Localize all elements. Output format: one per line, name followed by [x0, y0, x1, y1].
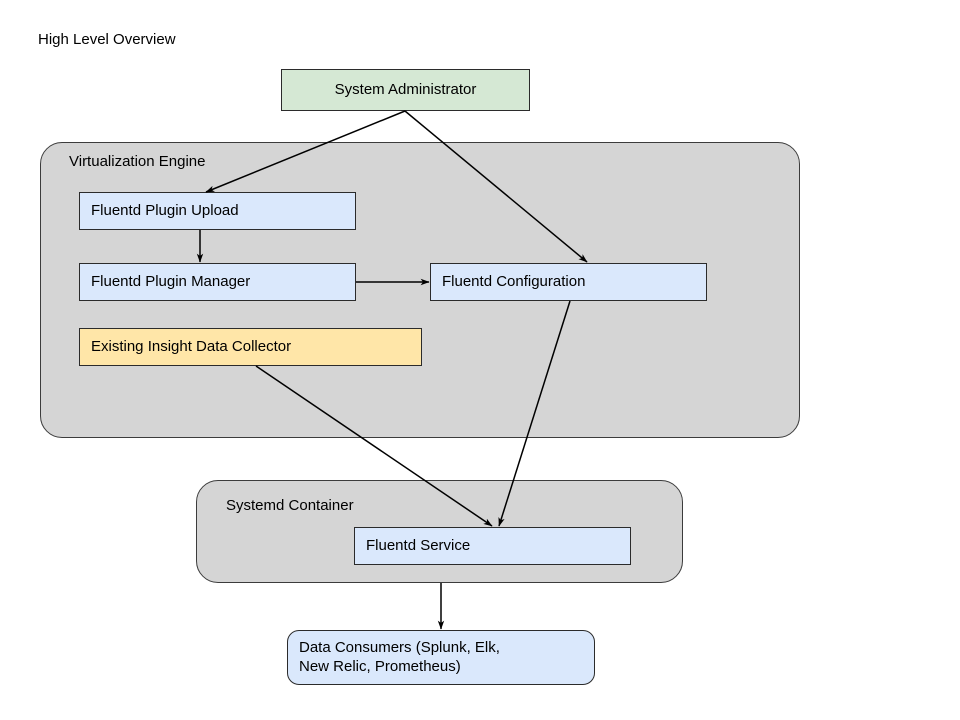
- node-data-consumers[interactable]: Data Consumers (Splunk, Elk, New Relic, …: [287, 630, 595, 685]
- node-fluentd-service[interactable]: Fluentd Service: [354, 527, 631, 565]
- node-label-data-consumers: Data Consumers (Splunk, Elk, New Relic, …: [288, 639, 594, 677]
- node-existing-insight-data-collector[interactable]: Existing Insight Data Collector: [79, 328, 422, 366]
- node-fluentd-plugin-upload[interactable]: Fluentd Plugin Upload: [79, 192, 356, 230]
- group-label-virtualization-engine: Virtualization Engine: [69, 153, 206, 170]
- node-label-data-consumers-line2: New Relic, Prometheus): [299, 657, 461, 675]
- node-label-fluentd-configuration: Fluentd Configuration: [442, 272, 586, 290]
- node-label-data-consumers-line1: Data Consumers (Splunk, Elk,: [299, 638, 500, 656]
- node-label-existing-insight-data-collector: Existing Insight Data Collector: [91, 337, 292, 355]
- node-fluentd-configuration[interactable]: Fluentd Configuration: [430, 263, 707, 301]
- node-label-system-administrator: System Administrator: [334, 80, 477, 98]
- node-label-fluentd-plugin-upload: Fluentd Plugin Upload: [91, 201, 239, 219]
- group-label-systemd-container: Systemd Container: [226, 497, 354, 514]
- node-fluentd-plugin-manager[interactable]: Fluentd Plugin Manager: [79, 263, 356, 301]
- node-label-fluentd-service: Fluentd Service: [366, 536, 471, 554]
- page-title: High Level Overview: [38, 31, 176, 48]
- node-label-fluentd-plugin-manager: Fluentd Plugin Manager: [91, 272, 251, 290]
- node-system-administrator[interactable]: System Administrator: [281, 69, 530, 111]
